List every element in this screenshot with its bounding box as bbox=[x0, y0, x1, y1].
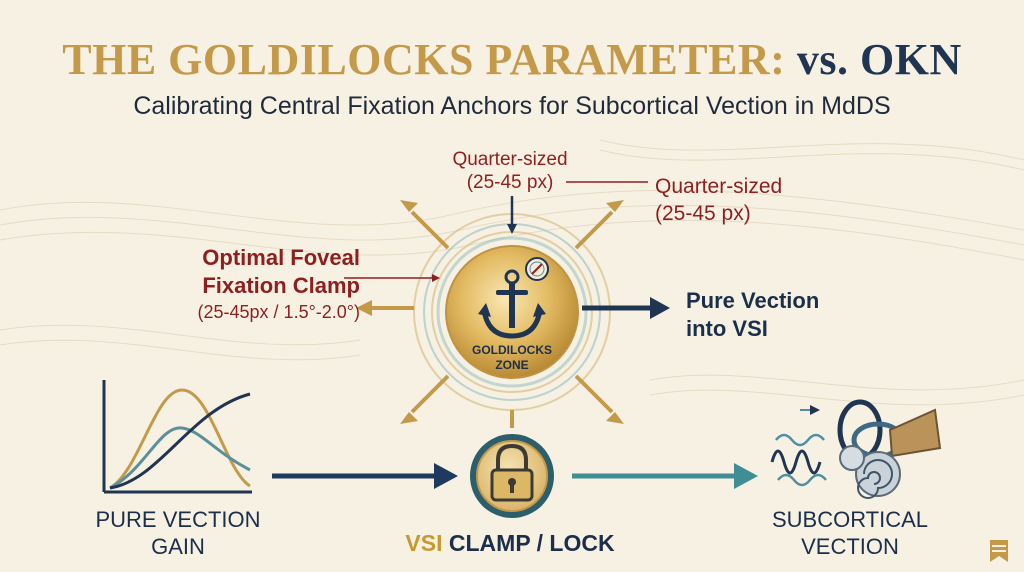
subcortical-vection-label: SUBCORTICAL VECTION bbox=[760, 506, 940, 560]
zone-line2: ZONE bbox=[495, 358, 529, 372]
compass-icon bbox=[525, 257, 549, 281]
vsi-clamp-lock-label: VSI CLAMP / LOCK bbox=[400, 530, 620, 557]
pure-vection-line2: into VSI bbox=[686, 316, 768, 341]
subcort-line2: VECTION bbox=[801, 534, 899, 559]
right-size-line2: (25-45 px) bbox=[655, 202, 751, 225]
optimal-fixation-range: (25-45px / 1.5°-2.0°) bbox=[197, 302, 360, 322]
zone-line1: GOLDILOCKS bbox=[472, 343, 552, 357]
gain-line2: GAIN bbox=[151, 534, 205, 559]
optimal-fixation-label: Optimal Foveal Fixation Clamp bbox=[160, 244, 360, 300]
top-size-line1: Quarter-sized bbox=[452, 149, 568, 170]
page-subtitle: Calibrating Central Fixation Anchors for… bbox=[133, 92, 891, 120]
bookmark-icon bbox=[990, 540, 1008, 562]
pure-vection-line1: Pure Vection bbox=[686, 288, 820, 313]
pure-vection-arrow bbox=[582, 297, 670, 319]
radial-arrows bbox=[356, 200, 624, 428]
lock-label-vsi: VSI bbox=[405, 530, 443, 556]
top-size-label: Quarter-sized (25-45 px) bbox=[440, 148, 580, 194]
goldilocks-zone-label: GOLDILOCKS ZONE bbox=[452, 343, 572, 373]
inner-ear-icon bbox=[770, 399, 942, 499]
pure-vection-gain-label: PURE VECTION GAIN bbox=[88, 506, 268, 560]
title-main: THE GOLDILOCKS PARAMETER: bbox=[62, 35, 786, 84]
pure-vection-gain-chart bbox=[102, 380, 252, 494]
title-vs: vs. OKN bbox=[796, 35, 962, 84]
pure-vection-label: Pure Vection into VSI bbox=[686, 287, 819, 343]
optimal-line1: Optimal Foveal bbox=[202, 245, 360, 270]
optimal-line2: Fixation Clamp bbox=[202, 273, 360, 298]
page-title: THE GOLDILOCKS PARAMETER: vs. OKN bbox=[0, 34, 1024, 85]
background-waves bbox=[0, 139, 1024, 406]
right-size-label: Quarter-sized (25-45 px) bbox=[655, 173, 782, 227]
gain-line1: PURE VECTION bbox=[95, 507, 261, 532]
flow-arrow-left bbox=[272, 463, 458, 489]
right-size-line1: Quarter-sized bbox=[655, 175, 783, 198]
anchor-icon bbox=[478, 269, 546, 339]
subcort-line1: SUBCORTICAL bbox=[771, 507, 929, 532]
lock-label-rest: CLAMP / LOCK bbox=[448, 530, 615, 556]
top-size-line2: (25-45 px) bbox=[466, 172, 554, 193]
flow-arrow-right bbox=[572, 463, 758, 489]
padlock-icon bbox=[470, 434, 554, 518]
